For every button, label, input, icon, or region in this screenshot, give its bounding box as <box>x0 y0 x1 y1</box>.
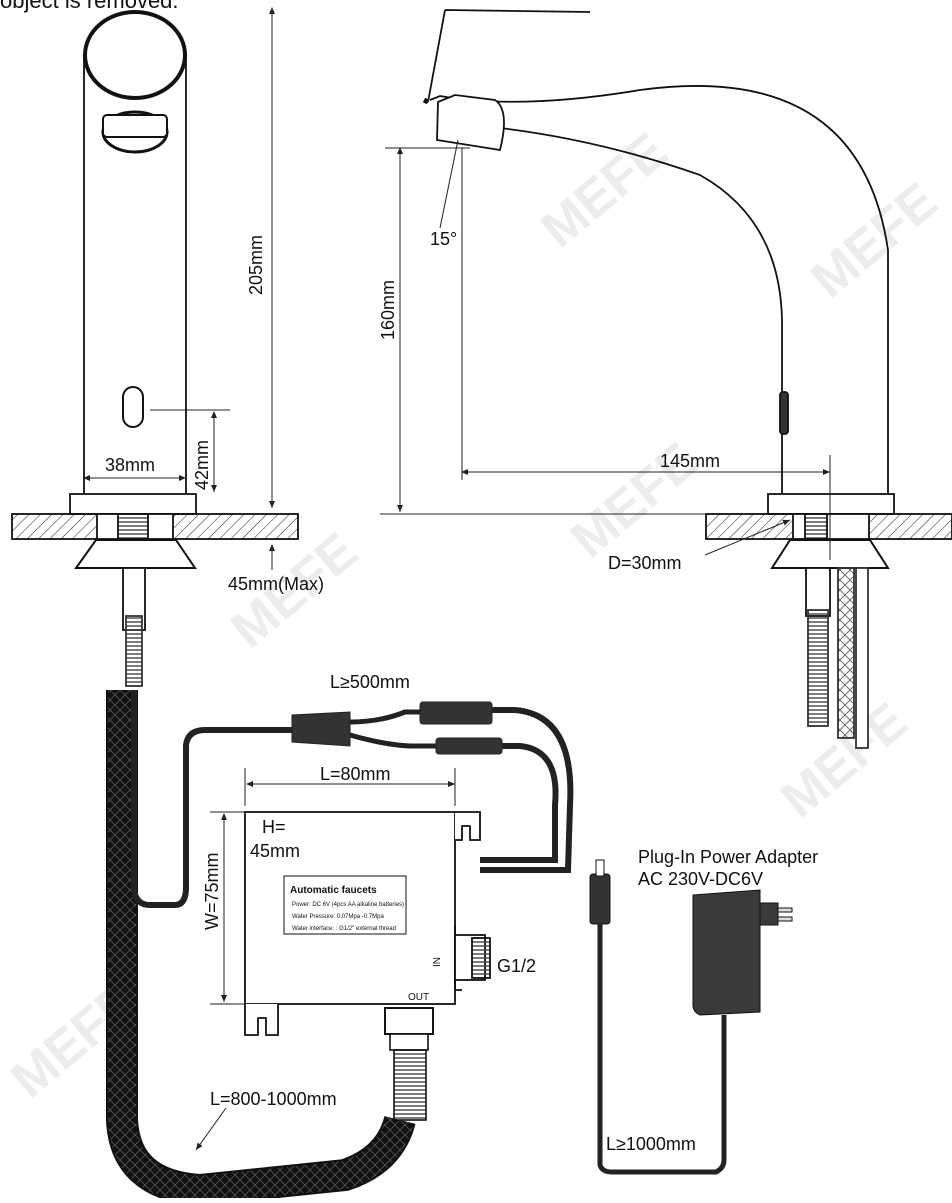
power-adapter <box>589 859 793 1175</box>
watermark-text: MEFE <box>800 172 948 309</box>
box-width-label: W=75mm <box>202 852 222 930</box>
box-height-value: 45mm <box>250 841 300 861</box>
box-in-label: IN <box>432 957 443 967</box>
sensor-cable <box>131 690 574 908</box>
height-160-label: 160mm <box>378 280 398 340</box>
height-205-label: 205mm <box>246 235 266 295</box>
box-height-label: H= <box>262 817 286 837</box>
diameter-label: D=30mm <box>608 553 682 573</box>
reach-145-label: 145mm <box>660 451 720 471</box>
box-out-label: OUT <box>408 992 429 1003</box>
control-box <box>244 811 491 1036</box>
dims-box <box>210 768 456 1005</box>
box-interface: Water interface: : G1/2" external thread <box>292 926 396 932</box>
box-pressure: Water Pressure: 0.07Mpa -0.7Mpa <box>292 914 384 920</box>
height-42-label: 42mm <box>192 440 212 490</box>
watermark-text: MEFE <box>530 122 678 259</box>
box-length-label: L=80mm <box>320 764 391 784</box>
width-38-label: 38mm <box>105 455 155 475</box>
angle-label: 15° <box>430 229 457 249</box>
faucet-front-view <box>11 10 299 687</box>
box-title: Automatic faucets <box>290 885 377 896</box>
cable-length-label: L≥500mm <box>330 672 410 692</box>
thread-label: G1/2 <box>497 956 536 976</box>
adapter-cable-length-label: L≥1000mm <box>606 1134 696 1154</box>
hose-length-label: L=800-1000mm <box>210 1089 337 1109</box>
max-thickness-label: 45mm(Max) <box>228 574 324 594</box>
dims-side <box>380 139 831 560</box>
box-power: Power: DC 6V (4pcs AA alkaline batteries… <box>292 902 404 908</box>
inlet-hose <box>106 690 434 1203</box>
adapter-spec: AC 230V-DC6V <box>638 869 763 889</box>
dims-front <box>83 7 275 570</box>
adapter-title: Plug-In Power Adapter <box>638 847 818 867</box>
top-note: object is removed. <box>0 0 179 13</box>
faucet-side-view <box>422 9 952 749</box>
